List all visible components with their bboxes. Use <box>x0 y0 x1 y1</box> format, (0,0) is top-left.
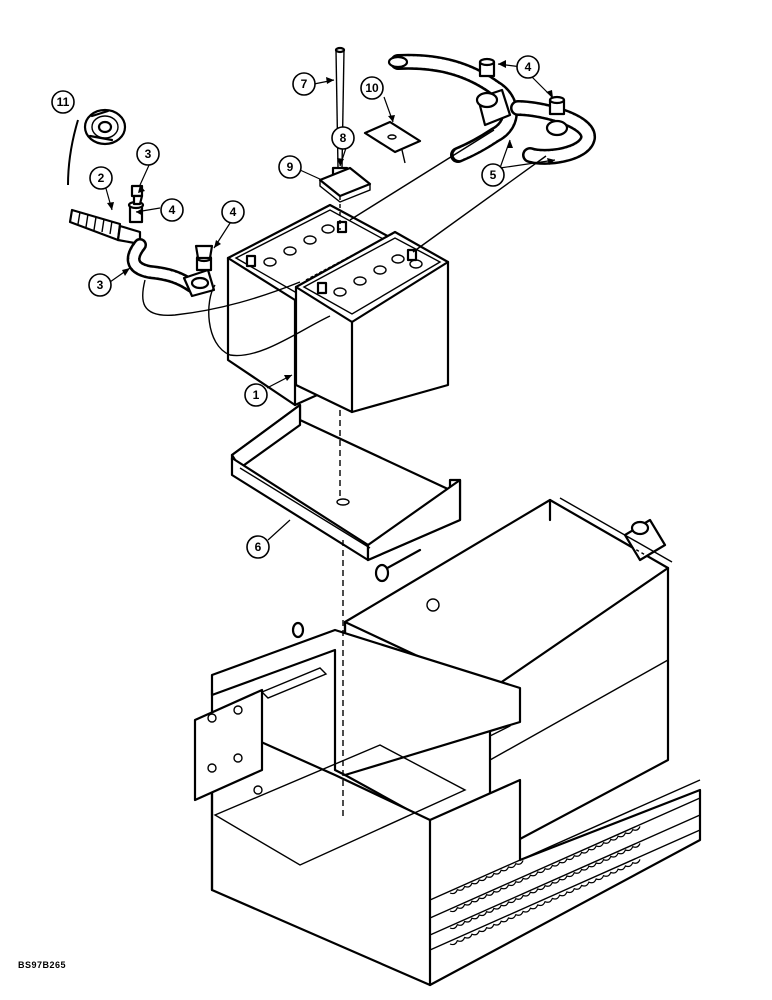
cable-loop-bottom <box>208 284 331 357</box>
grommet-leader <box>67 119 79 186</box>
callout-3-bottom: 3 <box>88 273 112 297</box>
callout-8: 8 <box>331 126 355 150</box>
svg-text:3: 3 <box>97 278 104 292</box>
callout-4-middle: 4 <box>221 200 245 224</box>
rubber-boot <box>68 208 122 242</box>
callout-6: 6 <box>246 535 270 559</box>
terminal-nuts <box>478 57 566 116</box>
battery-box-assembly <box>193 497 702 987</box>
svg-text:6: 6 <box>255 540 262 554</box>
battery-cable-left <box>126 238 216 298</box>
terminal-nut-left <box>194 244 214 272</box>
svg-text:4: 4 <box>230 205 237 219</box>
svg-text:11: 11 <box>57 95 70 109</box>
callout-4-left: 4 <box>160 198 184 222</box>
battery-tray <box>230 403 462 562</box>
svg-text:4: 4 <box>525 60 532 74</box>
callout-3-top: 3 <box>136 142 160 166</box>
cable-connection-lines <box>349 129 547 253</box>
svg-text:9: 9 <box>287 160 294 174</box>
svg-text:10: 10 <box>365 81 379 95</box>
battery-front <box>245 220 450 414</box>
svg-text:5: 5 <box>490 168 497 182</box>
callout-4-right: 4 <box>516 55 540 79</box>
figure-code: BS97B265 <box>18 960 67 970</box>
svg-text:4: 4 <box>169 203 176 217</box>
tread-pattern <box>449 826 641 946</box>
svg-text:1: 1 <box>253 388 260 402</box>
terminal-connector <box>116 184 145 246</box>
terminal-clamp-right <box>475 88 569 137</box>
callout-2: 2 <box>89 166 113 190</box>
svg-text:2: 2 <box>98 171 105 185</box>
cover-plate <box>363 120 422 164</box>
callout-arrowheads <box>107 60 555 381</box>
battery-cable-long <box>387 53 518 163</box>
callout-11: 11 <box>51 90 75 114</box>
callout-1: 1 <box>244 383 268 407</box>
clamp-plate <box>318 166 372 203</box>
battery-cable-short <box>510 100 596 165</box>
svg-text:7: 7 <box>301 77 308 91</box>
svg-text:3: 3 <box>145 147 152 161</box>
grommet <box>83 108 127 146</box>
callout-5: 5 <box>481 163 505 187</box>
callout-9: 9 <box>278 155 302 179</box>
cable-loop-left <box>142 279 301 316</box>
callout-7: 7 <box>292 72 316 96</box>
svg-text:8: 8 <box>340 131 347 145</box>
callout-10: 10 <box>360 76 384 100</box>
